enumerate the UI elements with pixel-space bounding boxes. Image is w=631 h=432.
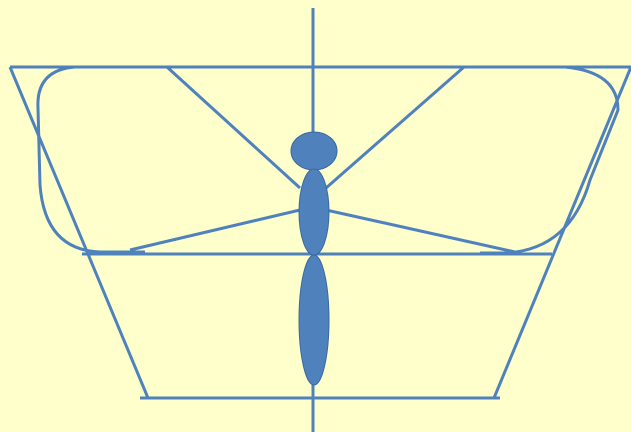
dragonfly-abdomen: [299, 255, 329, 385]
right-lower-vein: [326, 210, 515, 252]
left-wing-outline: [38, 67, 145, 252]
dragonfly-thorax: [299, 169, 329, 255]
right-upper-vein: [326, 67, 464, 188]
frame-right-line: [494, 67, 631, 398]
frame-left-line: [10, 67, 148, 398]
left-upper-vein: [167, 67, 300, 188]
left-lower-vein: [130, 210, 300, 250]
dragonfly-head: [291, 132, 337, 170]
right-wing-outline: [480, 67, 618, 253]
